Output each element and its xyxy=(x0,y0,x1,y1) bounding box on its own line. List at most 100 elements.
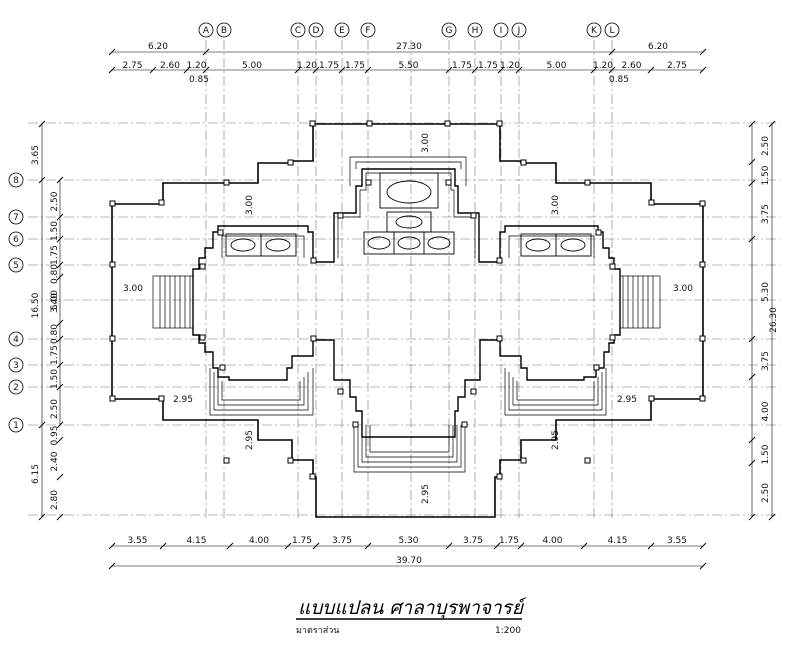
dim-tick xyxy=(312,66,320,74)
dim-tick xyxy=(202,66,210,74)
dim-tick xyxy=(108,48,116,56)
inner-hall xyxy=(192,168,621,438)
dim-right-seg-5: 4.00 xyxy=(761,401,771,421)
grid-label-i: I xyxy=(500,26,503,36)
dim-top-seg-5: 1.75 xyxy=(319,61,339,71)
dim-tick xyxy=(497,66,505,74)
dim-top-seg-11: 5.00 xyxy=(546,61,566,71)
grid-bubble-g xyxy=(441,22,457,38)
dim-tick xyxy=(471,66,479,74)
inner-wall-offset xyxy=(221,172,595,258)
dim-tick xyxy=(748,179,756,187)
dim-right-seg-3: 5.30 xyxy=(761,282,771,302)
dim-tick xyxy=(202,48,210,56)
dim-tick xyxy=(56,273,64,281)
grid-label-j: J xyxy=(517,26,521,36)
dim-interior-6: 2.95 xyxy=(617,395,637,405)
dim-tick xyxy=(226,542,234,550)
dim-top-seg-10: 1.20 xyxy=(500,61,520,71)
dim-top-seg-9: 1.75 xyxy=(478,61,498,71)
dim-interior-3: 3.00 xyxy=(421,133,431,153)
dim-bot-seg-1: 4.15 xyxy=(186,536,206,546)
dim-tick xyxy=(284,542,292,550)
grid-bubble-k xyxy=(586,22,602,38)
dim-tick xyxy=(38,421,46,429)
drawing-title: แบบแปลน ศาลาบุรพาจารย์ xyxy=(298,597,527,619)
dim-left-inner-overall: 5.00 xyxy=(50,290,60,310)
dim-tick xyxy=(699,542,707,550)
grid-label-1: 1 xyxy=(13,421,19,431)
dim-tick xyxy=(38,120,46,128)
grid-bubble-6 xyxy=(8,231,24,247)
grid-label-h: H xyxy=(472,26,479,36)
dim-left-seg-3: 0.80 xyxy=(50,264,60,284)
dim-right-seg-7: 2.50 xyxy=(761,483,771,503)
columns xyxy=(109,120,706,480)
dim-tick xyxy=(517,542,525,550)
dim-right-seg-2: 3.75 xyxy=(761,204,771,224)
dim-tick xyxy=(312,542,320,550)
dim-interior-7: 2.95 xyxy=(245,430,255,450)
dim-bot-seg-7: 1.75 xyxy=(499,536,519,546)
dim-top-sub-right: 0.85 xyxy=(609,75,629,85)
dim-tick xyxy=(56,361,64,369)
dim-left-seg-1: 1.50 xyxy=(50,221,60,241)
dim-tick xyxy=(647,542,655,550)
grid-label-c: C xyxy=(295,26,301,36)
dim-tick xyxy=(748,158,756,166)
dim-tick xyxy=(748,235,756,243)
dim-tick xyxy=(56,235,64,243)
dim-tick xyxy=(515,66,523,74)
dim-left-seg-11: 2.80 xyxy=(50,490,60,510)
dim-top-left-wing: 6.20 xyxy=(148,42,168,52)
grid-bubble-a xyxy=(198,22,214,38)
dim-top-seg-12: 1.20 xyxy=(593,61,613,71)
grid-bubble-8 xyxy=(8,172,24,188)
dim-tick xyxy=(56,261,64,269)
dim-top-seg-1: 2.60 xyxy=(160,61,180,71)
dim-tick xyxy=(590,66,598,74)
dim-bot-seg-0: 3.55 xyxy=(127,536,147,546)
dim-tick xyxy=(364,542,372,550)
dim-tick xyxy=(183,66,191,74)
grid-label-3: 3 xyxy=(13,361,19,371)
dim-left-seg-2: 1.75 xyxy=(50,245,60,265)
grid-label-d: D xyxy=(313,26,320,36)
grid-label-k: K xyxy=(591,26,598,36)
dim-tick xyxy=(768,120,776,128)
dim-tick xyxy=(748,335,756,343)
grid-label-4: 4 xyxy=(13,335,19,345)
grid-bubble-d xyxy=(308,22,324,38)
grid-label-b: B xyxy=(221,26,227,36)
dim-tick xyxy=(748,459,756,467)
dim-tick xyxy=(608,48,616,56)
dim-tick xyxy=(108,542,116,550)
dim-bot-seg-10: 3.55 xyxy=(667,536,687,546)
grid-lines xyxy=(28,40,780,520)
grid-bubble-f xyxy=(360,22,376,38)
grid-bubble-7 xyxy=(8,209,24,225)
dim-tick xyxy=(608,66,616,74)
dimension-lines xyxy=(41,51,773,567)
dim-tick xyxy=(748,513,756,521)
dim-interior-1: 3.00 xyxy=(673,284,693,294)
dim-right-overall: 26.30 xyxy=(769,307,779,333)
dim-top-right-wing: 6.20 xyxy=(648,42,668,52)
dim-interior-4: 3.00 xyxy=(551,195,561,215)
dim-left-outer-1: 16.50 xyxy=(31,292,41,318)
dim-tick xyxy=(699,66,707,74)
dim-tick xyxy=(108,562,116,570)
grid-bubble-3 xyxy=(8,357,24,373)
grid-bubble-5 xyxy=(8,257,24,273)
grid-label-2: 2 xyxy=(13,383,19,393)
dim-tick xyxy=(748,436,756,444)
scale-label: มาตราส่วน xyxy=(296,626,339,636)
dim-top-sub-left: 0.85 xyxy=(189,75,209,85)
grid-label-8: 8 xyxy=(13,176,19,186)
dim-left-seg-4: 3.40 xyxy=(50,293,60,313)
dim-tick xyxy=(108,66,116,74)
grid-bubble-j xyxy=(511,22,527,38)
grid-bubble-e xyxy=(334,22,350,38)
dim-left-seg-6: 1.75 xyxy=(50,345,60,365)
